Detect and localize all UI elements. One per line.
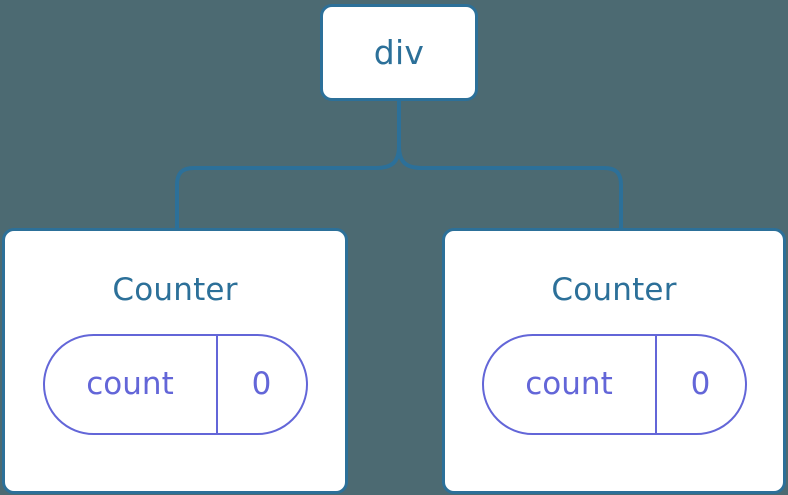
node-counter-1-label: Counter [112, 272, 238, 308]
node-counter-2-label: Counter [551, 272, 677, 308]
node-counter-1[interactable]: Counter count 0 [2, 228, 348, 494]
state-pill-counter-1[interactable]: count 0 [42, 334, 308, 435]
state-value-label-1: 0 [251, 366, 272, 402]
node-div[interactable]: div [320, 4, 478, 101]
state-key-cell-1: count [45, 336, 218, 433]
connector-root-stem-right [397, 144, 623, 232]
state-value-cell-2: 0 [657, 336, 745, 433]
state-value-label-2: 0 [690, 366, 711, 402]
state-value-cell-1: 0 [218, 336, 306, 433]
connector-root-stem [175, 98, 401, 232]
state-key-cell-2: count [484, 336, 657, 433]
node-counter-2[interactable]: Counter count 0 [442, 228, 786, 494]
state-key-label-2: count [525, 366, 613, 402]
state-pill-counter-2[interactable]: count 0 [481, 334, 747, 435]
state-key-label-1: count [86, 366, 174, 402]
node-div-label: div [373, 33, 425, 72]
